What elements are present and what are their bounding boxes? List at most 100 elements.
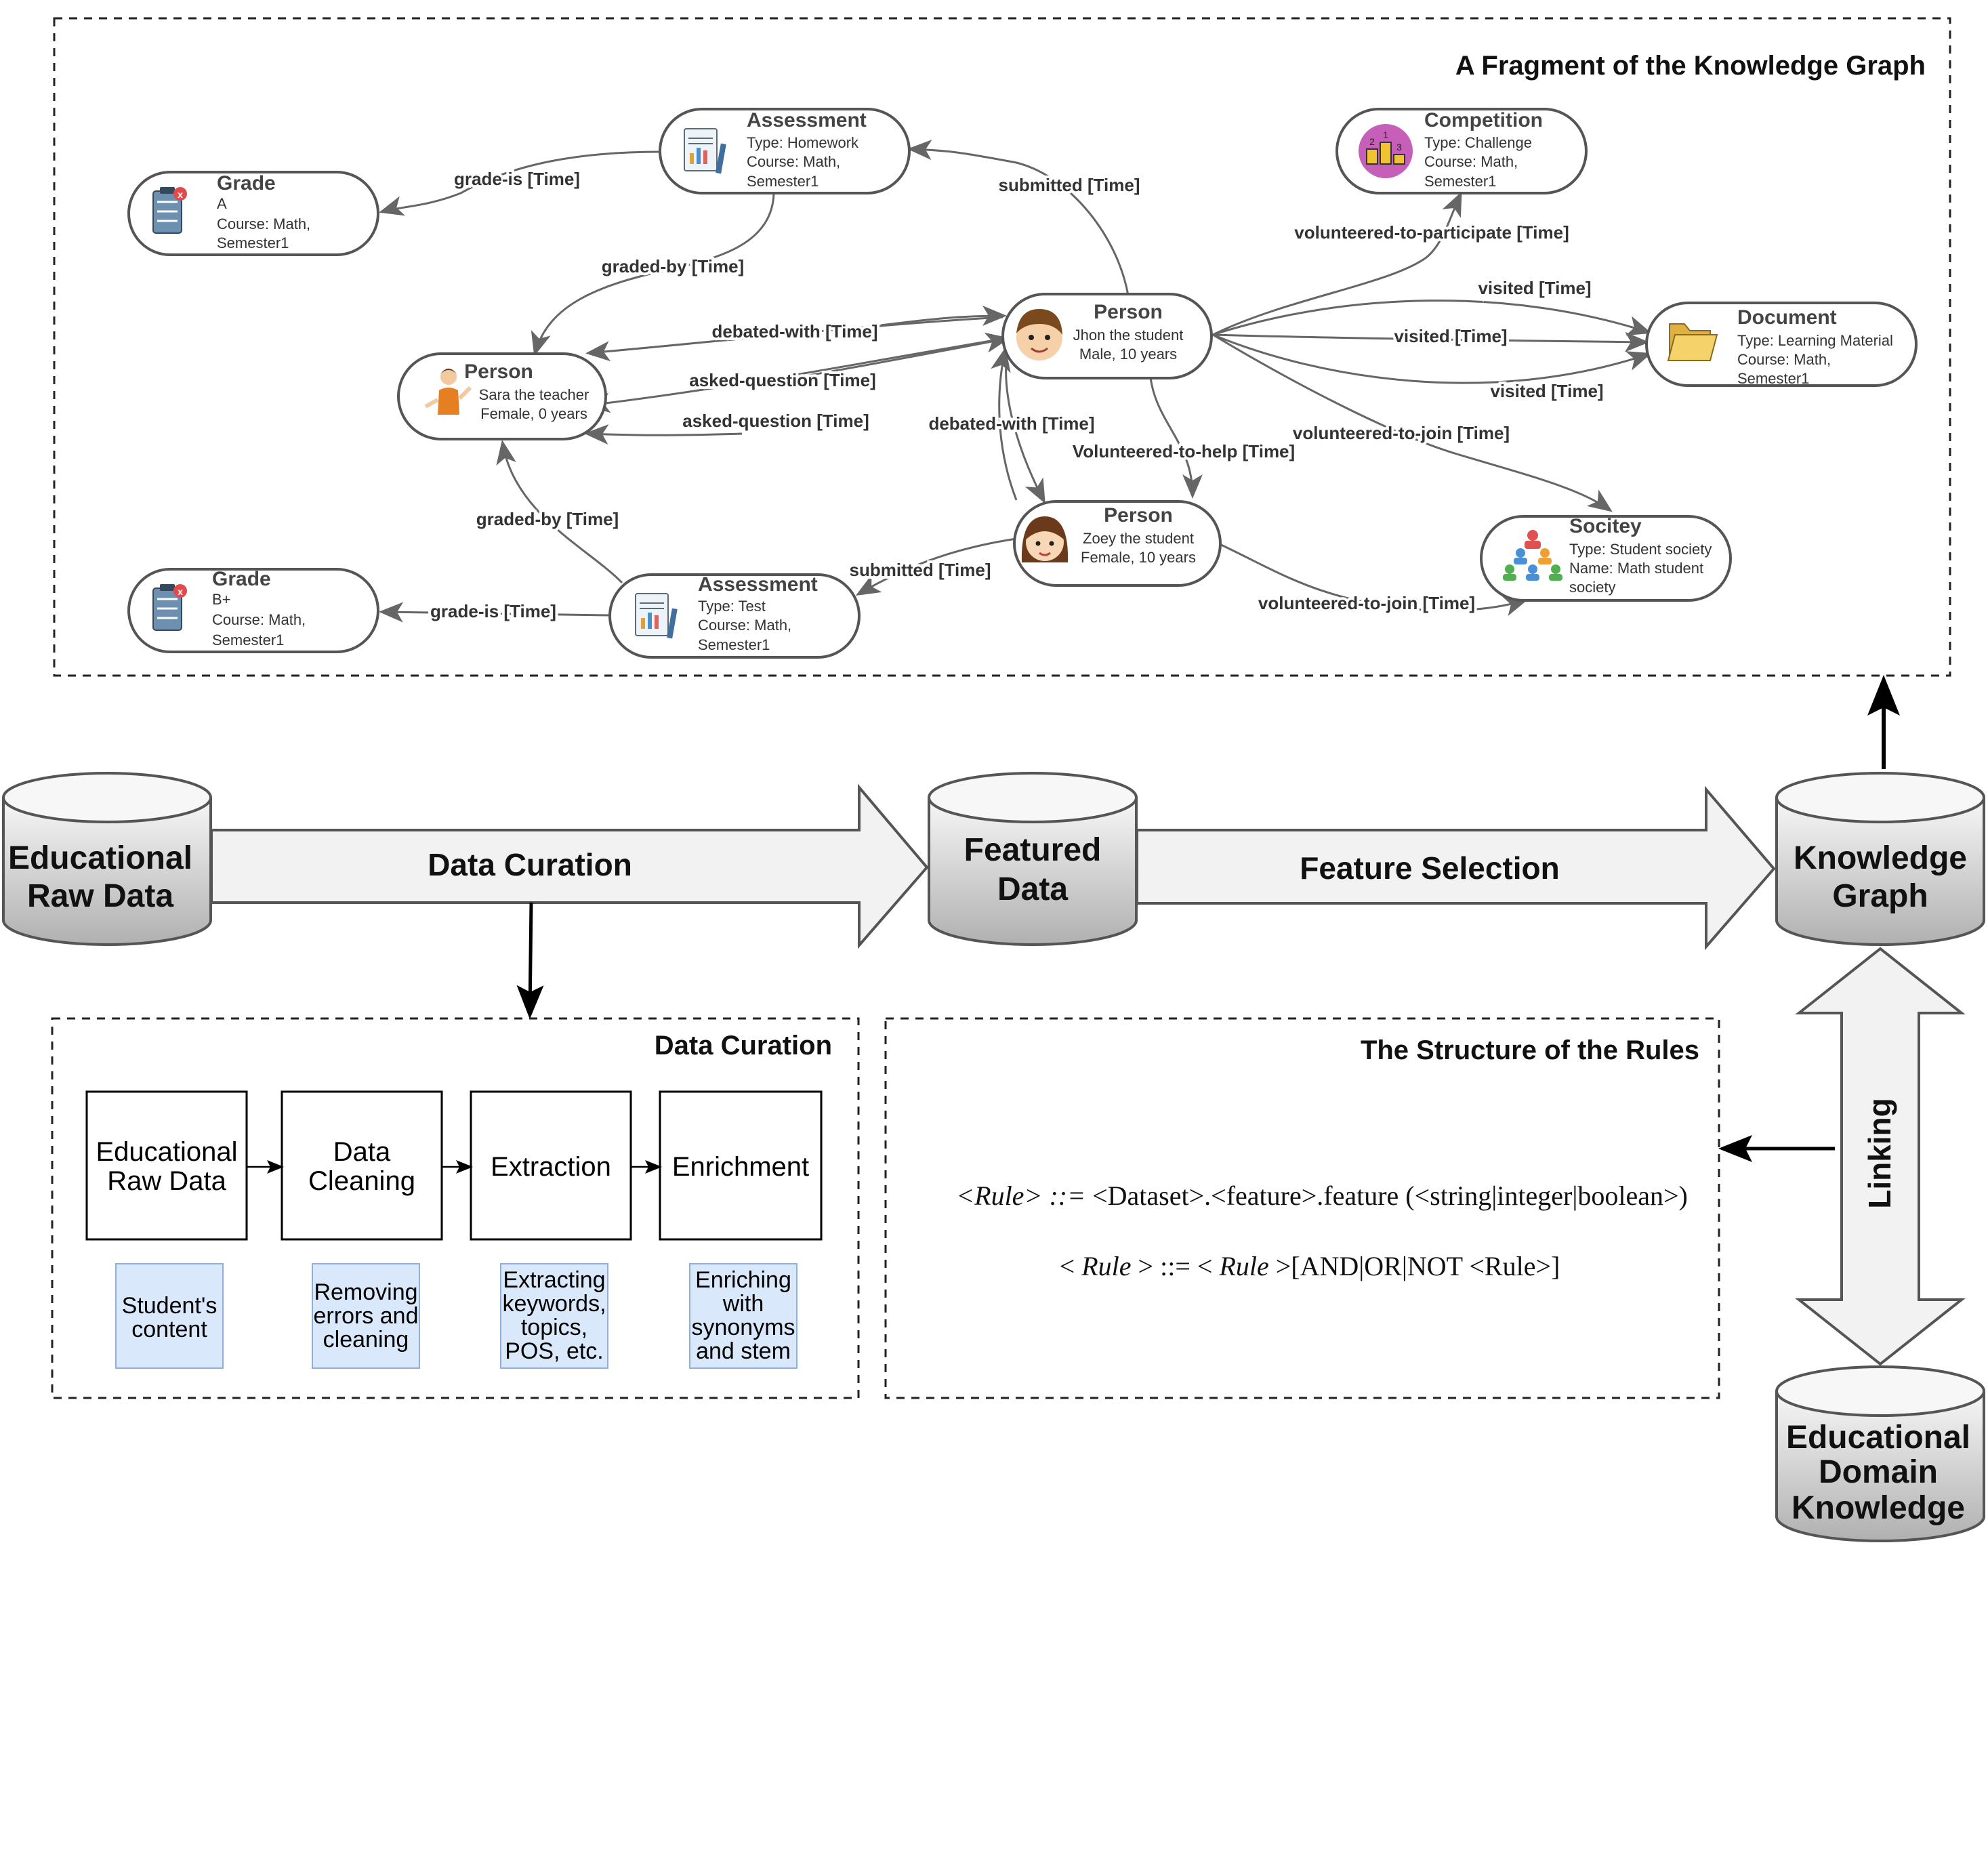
edge-label: grade-is [Time] xyxy=(454,169,580,189)
svg-text:x: x xyxy=(178,586,183,597)
note-line: errors and xyxy=(314,1303,419,1329)
node-line: Male, 10 years xyxy=(1079,346,1177,363)
node-shape xyxy=(127,568,379,653)
svg-text:2: 2 xyxy=(1369,136,1375,147)
feature-selection-arrow xyxy=(1136,785,1776,951)
edge-debated-with-1-b xyxy=(880,306,1007,327)
node-competition: 2 1 3 Competition Type: Challenge Course… xyxy=(1335,108,1588,194)
step-data-cleaning xyxy=(281,1090,443,1241)
node-person-jhon: Person Jhon the student Male, 10 years xyxy=(1001,293,1213,379)
report-icon xyxy=(635,593,678,639)
edge-volunteered-join-2 xyxy=(1219,543,1529,616)
step-label: Extraction xyxy=(491,1152,611,1182)
rule-token: <Rule> xyxy=(956,1180,1042,1211)
cylinder-label: Knowledge xyxy=(1792,1490,1965,1526)
node-title: Assessment xyxy=(747,109,867,131)
edge-label: submitted [Time] xyxy=(850,560,991,580)
boy-avatar-icon xyxy=(1016,309,1062,360)
edge-label: visited [Time] xyxy=(1490,381,1603,401)
node-title: Socitey xyxy=(1569,515,1642,537)
note-line: content xyxy=(131,1317,207,1342)
edge-debated-with-2-b xyxy=(991,347,1018,501)
node-line: Type: Student society xyxy=(1569,541,1712,558)
panel-title: Data Curation xyxy=(655,1031,832,1060)
cylinder-label: Domain xyxy=(1819,1454,1938,1490)
data-curation-arrow-label: Data Curation xyxy=(428,847,632,882)
graph-edges xyxy=(379,140,1652,623)
node-line: Type: Learning Material xyxy=(1737,332,1893,349)
edge-asked-question-1-b xyxy=(745,332,1010,388)
edge-submitted-1 xyxy=(907,140,1130,296)
edge-graded-by-1 xyxy=(531,192,775,356)
panel-title: The Structure of the Rules xyxy=(1361,1035,1699,1065)
node-shape xyxy=(1645,302,1918,387)
step-extraction xyxy=(470,1090,632,1241)
node-grade-a: x Grade A Course: Math, Semester1 xyxy=(127,171,379,256)
edge-volunteered-participate xyxy=(1212,191,1462,336)
node-line: society xyxy=(1569,579,1615,596)
node-line: Name: Math student xyxy=(1569,560,1703,577)
edge-label: volunteered-to-join [Time] xyxy=(1258,593,1475,613)
node-shape xyxy=(1013,500,1222,587)
node-person-zoey: Person Zoey the student Female, 10 years xyxy=(1013,500,1222,587)
node-title: Grade xyxy=(217,172,276,194)
edge-label: debated-with [Time] xyxy=(711,321,877,342)
note-line: cleaning xyxy=(323,1327,409,1353)
node-line: A xyxy=(217,195,227,212)
teacher-avatar-icon xyxy=(424,369,472,415)
step-educational-raw-data xyxy=(85,1090,248,1241)
rules-panel: The Structure of the Rules <Rule> ::= <D… xyxy=(884,1017,1720,1399)
step-label: Data xyxy=(333,1137,391,1167)
node-line: Sara the teacher xyxy=(479,386,589,403)
node-title: Grade xyxy=(212,568,271,590)
note-line: Extracting xyxy=(503,1267,605,1293)
cylinder-label: Educational xyxy=(1786,1420,1970,1456)
cylinder-label: Educational xyxy=(8,840,192,876)
edge-label: submitted [Time] xyxy=(999,175,1140,195)
panel-border xyxy=(884,1017,1720,1399)
node-line: Type: Test xyxy=(698,598,766,615)
svg-text:1: 1 xyxy=(1383,129,1388,140)
rule-token: > ::= < xyxy=(1132,1251,1220,1281)
grade-icon: x xyxy=(152,584,187,631)
node-line: Course: Math, xyxy=(1424,153,1518,170)
node-shape xyxy=(1480,515,1732,602)
node-assessment-homework: Assessment Type: Homework Course: Math, … xyxy=(659,108,911,194)
cylinder-label: Featured xyxy=(964,832,1102,868)
cylinder-label: Data xyxy=(997,871,1068,907)
node-line: Semester1 xyxy=(698,636,770,653)
note-line: and stem xyxy=(696,1338,791,1364)
girl-avatar-icon xyxy=(1021,516,1069,562)
edge-volunteered-join-1 xyxy=(1212,333,1613,512)
edge-visited-3 xyxy=(1212,333,1652,384)
podium-icon: 2 1 3 xyxy=(1359,124,1413,178)
node-person-sara: Person Sara the teacher Female, 0 years xyxy=(397,352,607,440)
cylinder-featured-data: Featured Data xyxy=(928,772,1138,946)
edge-debated-with-1-a xyxy=(585,316,1003,362)
edge-label: asked-question [Time] xyxy=(682,411,869,431)
edge-grade-is-1 xyxy=(379,150,661,216)
edge-label: volunteered-to-join [Time] xyxy=(1293,423,1510,443)
node-line: Semester1 xyxy=(217,234,289,251)
edge-label: asked-question [Time] xyxy=(689,370,875,390)
linking-arrow-label: Linking xyxy=(1862,1098,1897,1209)
node-line: Course: Math, xyxy=(1737,351,1831,368)
arrow-to-curation-panel xyxy=(516,902,544,1019)
cylinder-knowledge-graph: Knowledge Graph xyxy=(1775,772,1985,946)
edge-label: Volunteered-to-help [Time] xyxy=(1073,441,1295,461)
node-title: Competition xyxy=(1424,109,1543,131)
edge-visited-2 xyxy=(1212,331,1649,352)
node-line: Course: Math, xyxy=(747,153,840,170)
note-line: topics, xyxy=(521,1315,587,1340)
edge-visited-1 xyxy=(1212,300,1652,336)
step-note xyxy=(115,1263,224,1369)
node-society: Socitey Type: Student society Name: Math… xyxy=(1480,515,1732,602)
data-curation-arrow xyxy=(210,783,929,949)
step-note xyxy=(500,1263,608,1369)
rule-definition-2: < Rule > ::= < Rule >[AND|OR|NOT <Rule>] xyxy=(1060,1251,1560,1281)
node-line: Semester1 xyxy=(212,632,284,648)
node-title: Person xyxy=(1104,504,1173,527)
edge-grade-is-2 xyxy=(379,602,610,623)
node-line: Semester1 xyxy=(1737,370,1809,387)
edge-label: visited [Time] xyxy=(1394,326,1507,346)
